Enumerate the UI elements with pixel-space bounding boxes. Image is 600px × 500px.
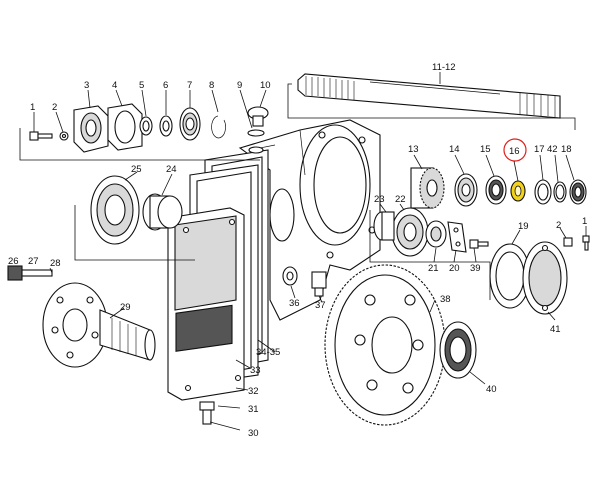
part-gasket-4[interactable] — [107, 103, 143, 151]
label-1b: 1 — [582, 216, 587, 227]
part-plug-37[interactable] — [311, 271, 327, 297]
part-bolt-26-27[interactable] — [7, 265, 53, 281]
part-ring-5[interactable] — [139, 116, 153, 136]
part-circlip-8[interactable] — [211, 115, 226, 139]
label-8: 8 — [209, 80, 214, 91]
part-washer-36[interactable] — [282, 266, 298, 286]
part-ring-6[interactable] — [159, 115, 173, 137]
part-flange-shaft-29[interactable] — [42, 282, 156, 368]
label-24: 24 — [166, 164, 177, 175]
part-bearing-25[interactable] — [90, 175, 140, 245]
part-ring-17[interactable] — [534, 179, 552, 205]
label-23: 23 — [374, 194, 385, 205]
part-breather-10[interactable] — [247, 106, 269, 127]
label-17: 17 — [534, 144, 545, 155]
label-7: 7 — [187, 80, 192, 91]
part-bolt-1b[interactable] — [582, 235, 590, 251]
label-21: 21 — [428, 263, 439, 274]
leader-lines — [33, 89, 587, 431]
label-6: 6 — [163, 80, 168, 91]
label-20: 20 — [449, 263, 460, 274]
highlight-circle-16 — [503, 138, 527, 162]
label-33: 33 — [250, 365, 261, 376]
bracket-right-mid — [369, 210, 491, 300]
label-22: 22 — [395, 194, 406, 205]
part-bearing-22[interactable] — [391, 207, 429, 257]
label-1a: 1 — [30, 102, 35, 113]
label-42: 42 — [547, 144, 558, 155]
part-bolt-39[interactable] — [469, 239, 489, 249]
label-30: 30 — [248, 428, 259, 439]
label-16: 16 — [509, 146, 520, 157]
bracket-left-mid — [74, 205, 195, 261]
label-11-12: 11-12 — [432, 62, 456, 73]
part-washer-2a[interactable] — [59, 131, 69, 141]
label-25: 25 — [131, 164, 142, 175]
label-28: 28 — [50, 258, 61, 269]
part-flange-3[interactable] — [73, 105, 109, 153]
part-bearing-14[interactable] — [454, 173, 478, 207]
part-gear-13[interactable] — [410, 167, 445, 209]
label-27: 27 — [28, 256, 39, 267]
label-2b: 2 — [556, 220, 561, 231]
label-32: 32 — [248, 386, 259, 397]
bracket-left-top — [19, 128, 260, 161]
label-37: 37 — [315, 300, 326, 311]
part-plate-20[interactable] — [447, 221, 467, 253]
label-5: 5 — [139, 80, 144, 91]
part-housing — [238, 119, 381, 321]
label-29: 29 — [120, 302, 131, 313]
part-cover-32[interactable] — [167, 207, 245, 401]
label-34-35: 34-35 — [256, 347, 280, 358]
label-19: 19 — [518, 221, 529, 232]
label-2a: 2 — [52, 102, 57, 113]
label-10: 10 — [260, 80, 271, 91]
part-disc-21[interactable] — [425, 220, 447, 248]
label-31: 31 — [248, 404, 259, 415]
part-bolt-30[interactable] — [199, 401, 215, 425]
part-bearing-18[interactable] — [569, 179, 587, 205]
label-9: 9 — [237, 80, 242, 91]
label-13: 13 — [408, 144, 419, 155]
part-seal-40[interactable] — [439, 321, 477, 379]
part-ring-16-highlighted[interactable] — [510, 180, 526, 202]
part-sleeve-23[interactable] — [373, 211, 395, 241]
part-gear-38[interactable] — [324, 264, 446, 426]
label-36: 36 — [289, 298, 300, 309]
label-39: 39 — [470, 263, 481, 274]
label-38: 38 — [440, 294, 451, 305]
part-circlip-42[interactable] — [553, 181, 567, 203]
bracket-shaft — [287, 83, 576, 130]
part-washer-2b[interactable] — [563, 237, 573, 247]
label-4: 4 — [112, 80, 117, 91]
label-14: 14 — [449, 144, 460, 155]
part-bolt-1a[interactable] — [29, 131, 53, 141]
part-bearing-15[interactable] — [485, 175, 507, 205]
part-cover-41[interactable] — [522, 241, 568, 315]
callout-labels: 1 2 3 4 5 6 7 8 9 10 11-12 13 14 15 16 1… — [8, 62, 587, 439]
label-15: 15 — [480, 144, 491, 155]
label-40: 40 — [486, 384, 497, 395]
part-bearing-7[interactable] — [179, 107, 201, 141]
part-plug-small — [248, 146, 264, 154]
part-washer-9[interactable] — [247, 129, 265, 137]
label-3: 3 — [84, 80, 89, 91]
part-sleeve-24[interactable] — [142, 193, 183, 231]
part-shaft-11-12[interactable] — [297, 73, 561, 119]
label-41: 41 — [550, 324, 561, 335]
label-18: 18 — [561, 144, 572, 155]
label-26: 26 — [8, 256, 19, 267]
